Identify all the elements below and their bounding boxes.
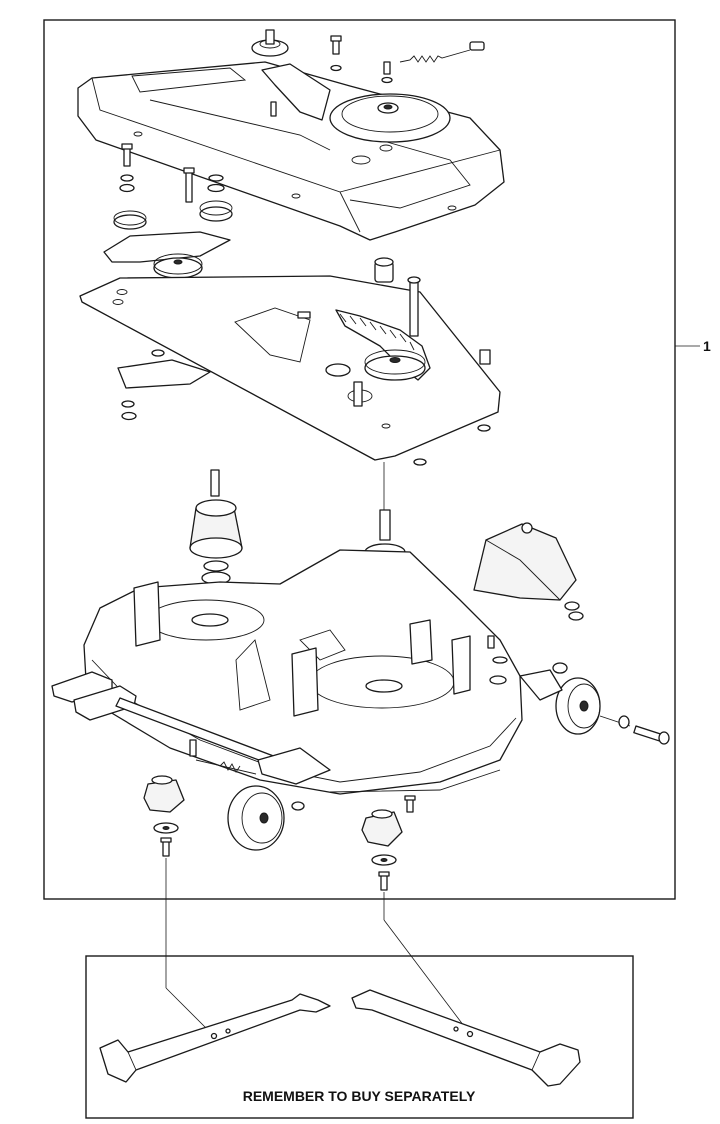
pivot-bracket-lower-left (117, 349, 491, 466)
linkage-rod (189, 739, 257, 775)
anti-scalp-wheel-lower (227, 785, 305, 851)
blade-spindle-left (189, 469, 243, 585)
idler-arm-bracket (251, 29, 331, 121)
blade-adaptor-right (361, 795, 416, 891)
discharge-deflector (473, 522, 584, 621)
buy-separately-notice: REMEMBER TO BUY SEPARATELY (243, 1088, 476, 1104)
bolts-and-washers-stack (119, 143, 225, 203)
main-drive-pulley (329, 93, 451, 143)
cutting-blade-right (351, 989, 581, 1087)
cutting-blade-left (99, 993, 331, 1083)
callout-number-1: 1 (703, 338, 711, 354)
deck-base-plate (79, 275, 501, 461)
blade-adaptor-left (143, 775, 185, 857)
bushing-and-spacer (297, 257, 491, 407)
deck-mounting-brackets (133, 581, 508, 717)
small-bolts-top (270, 35, 393, 117)
blades-frame (85, 955, 634, 1119)
gear-pulley-right (364, 349, 426, 381)
bearing-pulley-left (113, 200, 233, 230)
tension-spring (399, 41, 485, 63)
idler-bracket-left (103, 231, 231, 305)
main-assembly-frame (43, 19, 676, 900)
anti-scalp-wheel-right (519, 662, 670, 745)
front-hitch-bar (51, 671, 331, 785)
